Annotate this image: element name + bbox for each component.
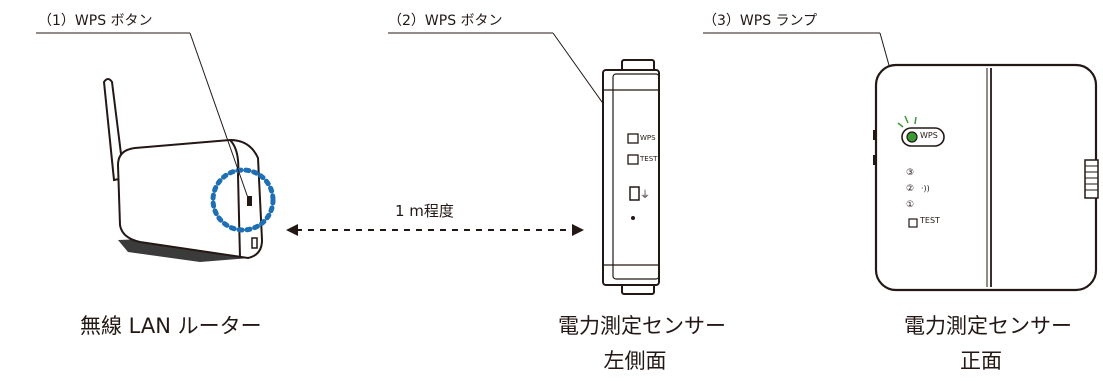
sensor-side-caption-sub: 左側面 [603, 349, 667, 373]
usb-icon: ⏚ [640, 190, 650, 201]
indicator-3: ③ [906, 168, 915, 178]
sensor-front-caption-sub: 正面 [960, 349, 1002, 373]
sensor-side-caption-title: 電力測定センサー [558, 314, 726, 338]
distance-arrow [286, 224, 584, 236]
side-test-label: TEST [640, 155, 658, 163]
indicator-2: ② [906, 184, 915, 194]
wifi-router-illustration [102, 78, 264, 262]
sensor-front-wps-lamp-callout: （3）WPS ランプ [703, 13, 818, 29]
router-wps-button-callout: （1）WPS ボタン [38, 13, 153, 29]
sensor-front-view-illustration [873, 63, 1099, 292]
distance-label: 1 m程度 [395, 202, 454, 220]
sensor-side-view-illustration [602, 59, 660, 295]
indicator-1: ① [906, 200, 915, 210]
front-test-label: TEST [920, 216, 940, 225]
front-wps-label: WPS [920, 131, 938, 140]
side-wps-label: WPS [640, 134, 656, 142]
signal-icon: ·)) [921, 184, 930, 193]
wps-highlight-circle [210, 167, 276, 233]
sensor-front-caption-title: 電力測定センサー [904, 314, 1072, 338]
sensor-side-wps-button-callout: （2）WPS ボタン [388, 13, 503, 29]
router-caption: 無線 LAN ルーター [80, 314, 262, 338]
